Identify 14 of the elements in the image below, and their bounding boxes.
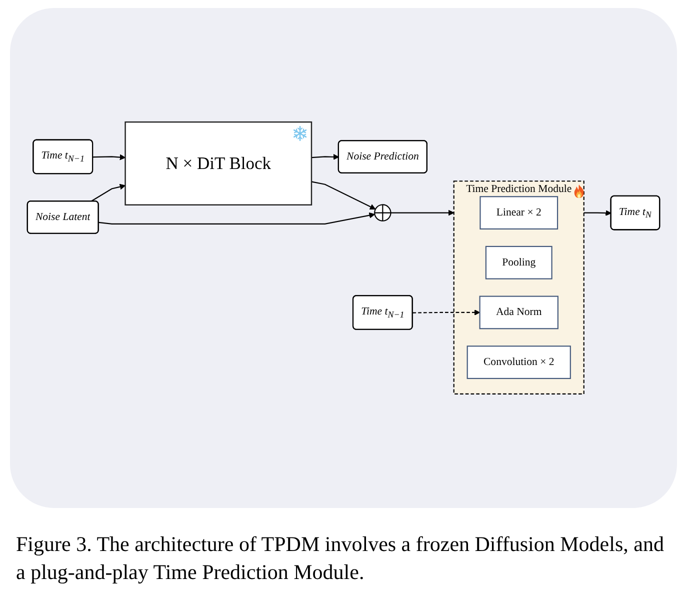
- node-box: N × DiT Block: [124, 121, 312, 206]
- arrow: [311, 181, 376, 210]
- arrow: [90, 184, 126, 202]
- node-box: Ada Norm: [479, 296, 558, 330]
- arrow: [390, 210, 454, 216]
- node-box: Linear × 2: [480, 196, 558, 230]
- arrow: [98, 212, 375, 224]
- caption: Figure 3. The architecture of TPDM involves a frozen Diffusion Models, and a plug-and-play Time Prediction Module.: [16, 531, 665, 586]
- node-box: Convolution × 2: [466, 346, 571, 380]
- arrow: [584, 210, 612, 216]
- arrow: [92, 154, 126, 160]
- node-box: Pooling: [485, 246, 552, 280]
- arrow: [412, 310, 480, 316]
- arrow: [311, 154, 340, 160]
